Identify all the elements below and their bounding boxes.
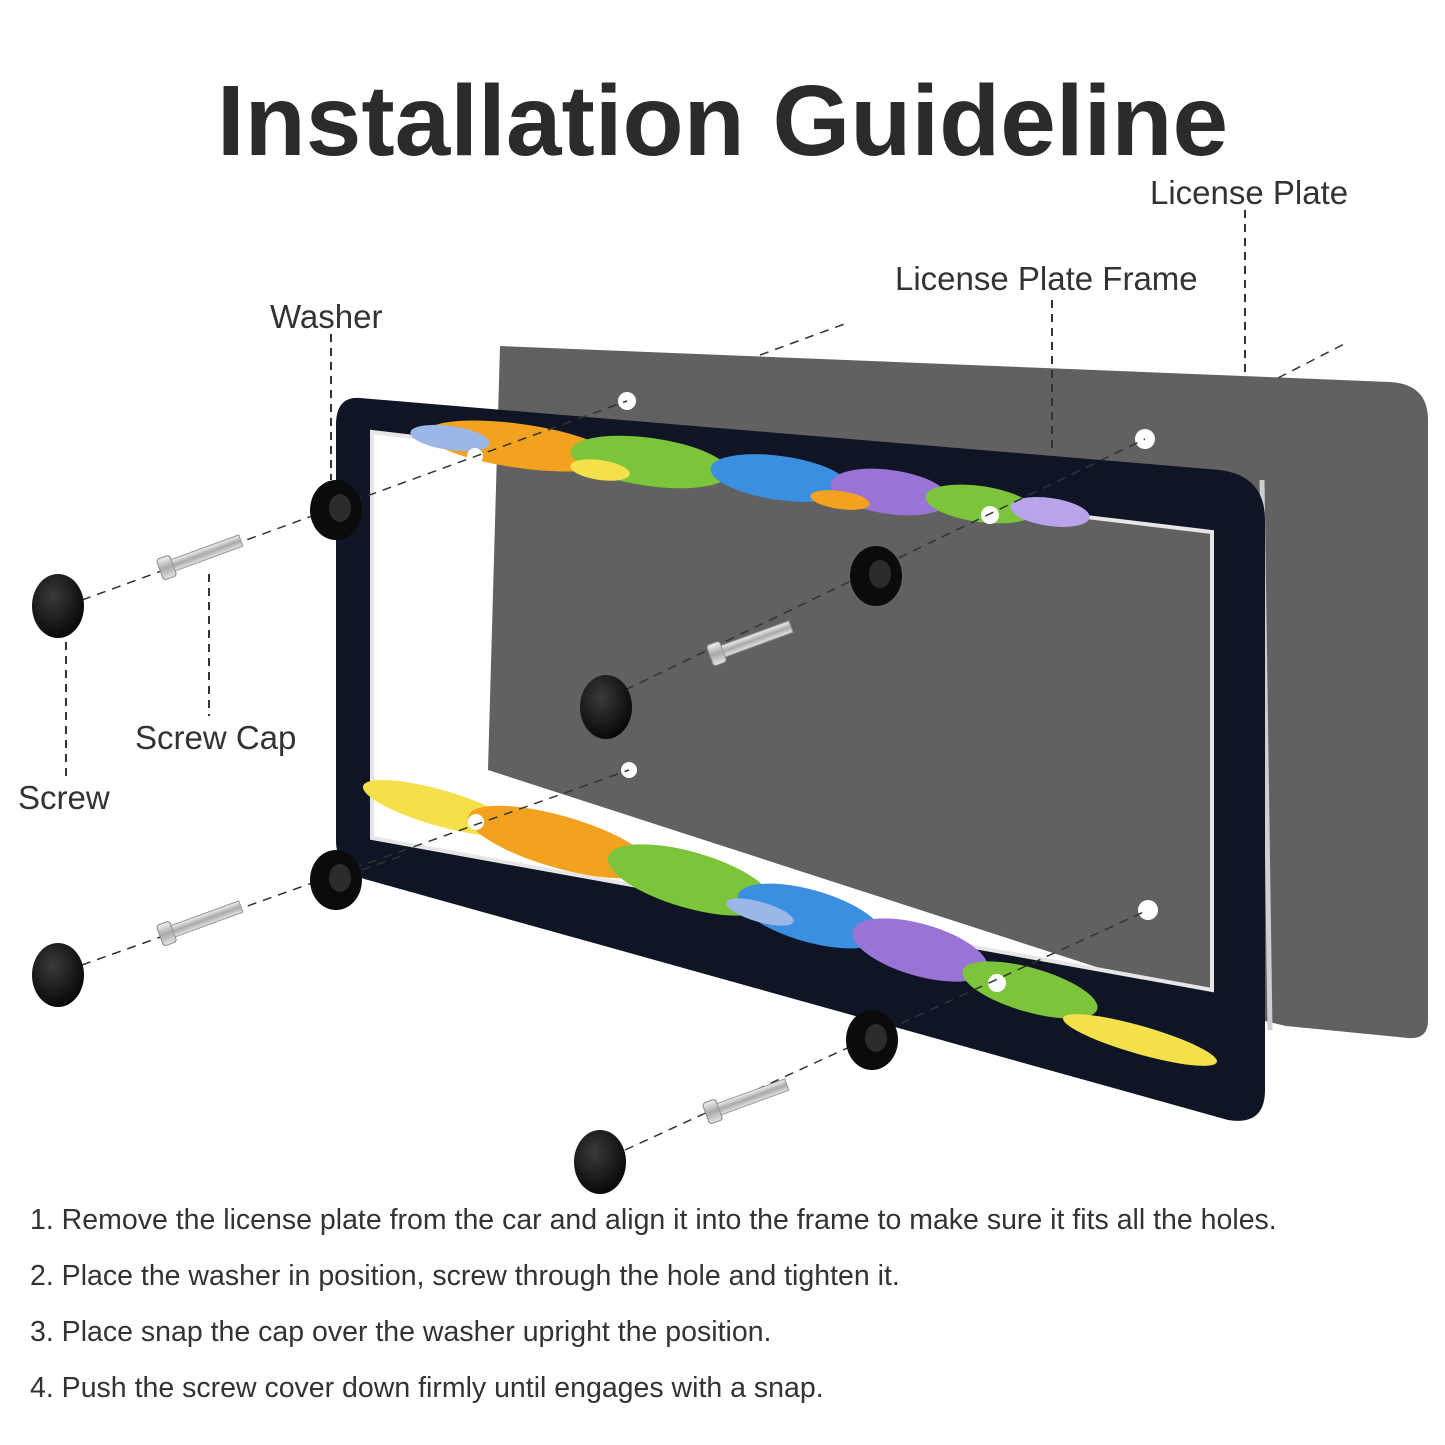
screw-bottom-right — [702, 1078, 790, 1124]
label-screw-cap: Screw Cap — [135, 719, 297, 756]
step-item: 1. Remove the license plate from the car… — [30, 1204, 1277, 1236]
frame-hole-bottom-right — [988, 974, 1006, 992]
step-item: 3. Place snap the cap over the washer up… — [30, 1316, 772, 1348]
washer-bottom-right — [846, 1010, 898, 1070]
screw-cap-bottom-right — [574, 1130, 626, 1194]
screw-cap-top-left — [32, 574, 84, 638]
label-license-plate-frame: License Plate Frame — [895, 260, 1198, 297]
frame-hole-top-right — [981, 506, 999, 524]
washer-top-right — [850, 546, 902, 606]
label-leader-lines — [65, 210, 1246, 776]
label-screw: Screw — [18, 779, 110, 816]
screw-top-left — [156, 534, 244, 580]
washer-bottom-left — [310, 850, 362, 910]
license-plate-frame — [336, 397, 1265, 1121]
page-title: Installation Guideline — [216, 65, 1229, 177]
screw-cap-top-right — [580, 675, 632, 739]
step-item: 2. Place the washer in position, screw t… — [30, 1260, 900, 1292]
graffiti-artwork-top — [410, 420, 1090, 527]
label-washer: Washer — [270, 298, 383, 335]
frame-hole-bottom-left — [468, 814, 484, 830]
installation-steps: 1. Remove the license plate from the car… — [30, 1200, 1277, 1424]
step-item: 4. Push the screw cover down firmly unti… — [30, 1372, 824, 1404]
screw-top-right — [706, 620, 794, 666]
washer-top-left — [310, 480, 362, 540]
screw-bottom-left — [156, 900, 244, 946]
screw-cap-bottom-left — [32, 943, 84, 1007]
label-license-plate: License Plate — [1150, 174, 1349, 211]
